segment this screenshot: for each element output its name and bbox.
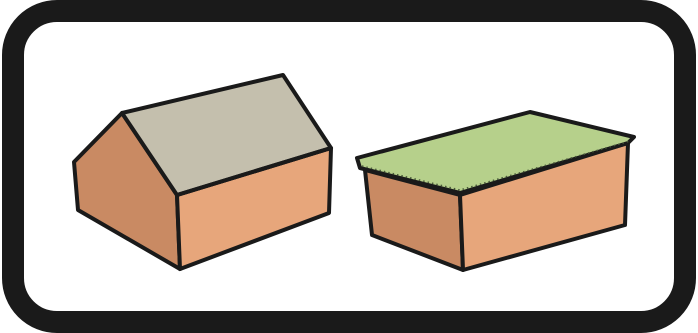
gable-roof-eave [176,146,332,197]
flat-roof-house-icon [355,110,636,272]
gable-house-icon [72,73,333,271]
flat-roof [355,110,636,195]
